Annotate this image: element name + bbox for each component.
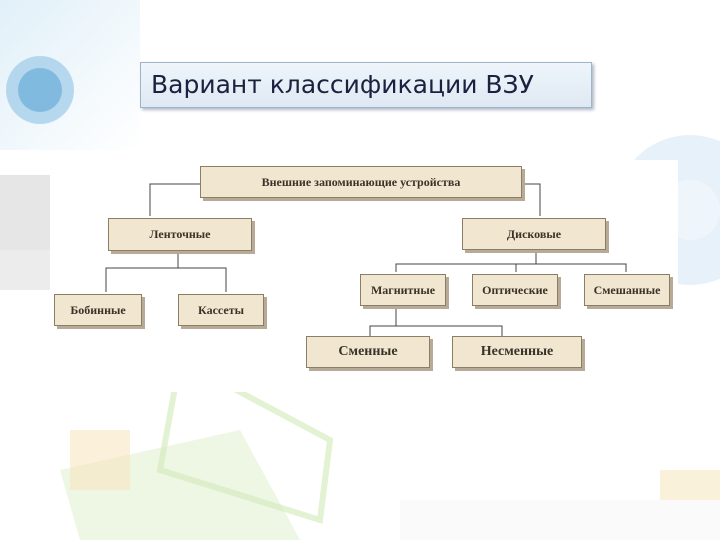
connector-lines (105, 183, 627, 336)
classification-diagram: Внешние запоминающие устройства Ленточны… (50, 160, 678, 392)
node-magnetic: Магнитные (360, 274, 446, 306)
node-reels: Бобинные (54, 294, 142, 326)
node-tape: Ленточные (108, 218, 252, 251)
slide-title: Вариант классификации ВЗУ (151, 70, 534, 99)
node-optical: Оптические (472, 274, 558, 306)
node-removable: Сменные (306, 336, 430, 368)
slide-title-box: Вариант классификации ВЗУ (140, 62, 592, 108)
node-fixed: Несменные (452, 336, 582, 368)
node-disk: Дисковые (462, 218, 606, 250)
node-cassettes: Кассеты (178, 294, 264, 326)
node-external-storage: Внешние запоминающие устройства (200, 166, 522, 198)
node-mixed: Смешанные (584, 274, 670, 306)
